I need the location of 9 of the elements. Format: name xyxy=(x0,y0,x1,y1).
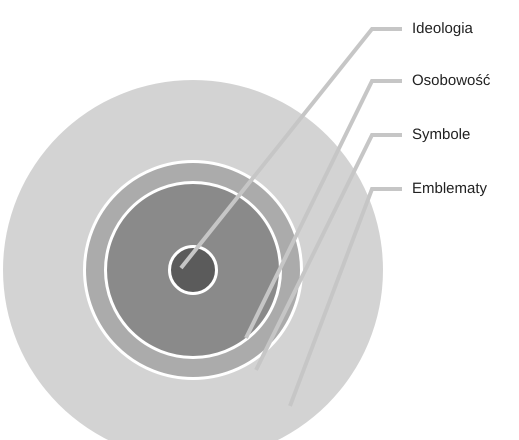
ring-label: Osobowość xyxy=(412,72,490,90)
leader-line xyxy=(244,79,402,339)
ring-label: Symbole xyxy=(412,126,470,144)
leader-line xyxy=(288,187,402,407)
leader-line xyxy=(254,133,402,371)
ring xyxy=(168,245,218,295)
ring-label: Ideologia xyxy=(412,20,473,38)
ring-label: Emblematy xyxy=(412,180,488,198)
leader-line xyxy=(179,27,402,270)
